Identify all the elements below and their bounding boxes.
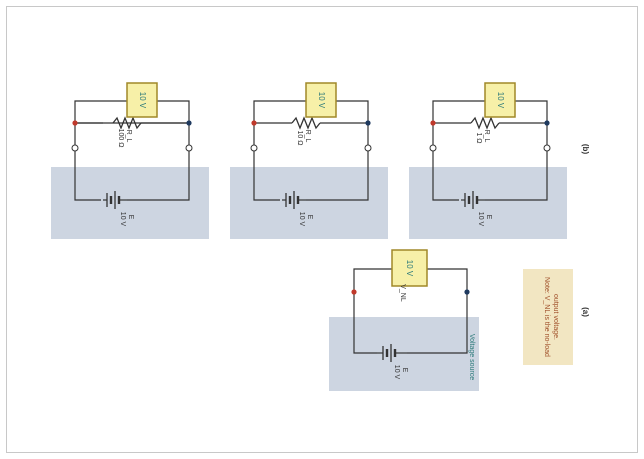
source-panel: [409, 167, 567, 239]
note-background: [523, 269, 573, 365]
voltmeter-label: V_NL: [399, 284, 406, 302]
connector-right: [364, 144, 372, 152]
resistor-zigzag: [291, 116, 321, 130]
note-line-1: Note: V_NL is the no-load: [543, 277, 550, 357]
battery-label: E: [306, 215, 313, 220]
wiring: [353, 268, 468, 354]
plus-terminal: [72, 120, 78, 126]
voltmeter-reading: 10 V: [317, 92, 326, 109]
connector-right: [543, 144, 551, 152]
battery-value: 10 V: [119, 212, 126, 227]
connector-left: [429, 144, 437, 152]
voltmeter-body: [391, 249, 428, 287]
battery-value: 10 V: [393, 365, 400, 380]
resistor-label: R_L: [304, 130, 311, 143]
source-panel: [329, 317, 479, 391]
resistor-value: 100 Ω: [117, 129, 124, 148]
connector-left: [71, 144, 79, 152]
battery-label: E: [127, 215, 134, 220]
battery-label: E: [485, 215, 492, 220]
plus-terminal: [251, 120, 257, 126]
note-line-2: output voltage.: [552, 294, 559, 340]
voltmeter-reading: 10 V: [496, 92, 505, 109]
caption-b: (b): [581, 144, 590, 155]
voltmeter-body: [305, 82, 337, 118]
voltmeter-body: [484, 82, 516, 118]
resistor-zigzag: [112, 116, 142, 130]
connector-left: [250, 144, 258, 152]
circuit-b-1-ohm: 10 V R_L 1 Ω E 10 V: [409, 82, 567, 239]
resistor-label: R_L: [483, 130, 490, 143]
battery-value: 10 V: [298, 212, 305, 227]
battery-value: 10 V: [477, 212, 484, 227]
circuit-b-100-ohm: 10 V R_L 100 Ω E 10 V: [51, 82, 209, 239]
source-caption: Voltage source: [468, 334, 475, 380]
caption-a: (a): [581, 307, 590, 317]
voltmeter-reading: 10 V: [405, 260, 414, 277]
battery-label: E: [401, 368, 408, 373]
minus-terminal: [544, 120, 550, 126]
battery-symbol: [103, 191, 127, 209]
figure-frame: 10 V R_L 100 Ω E 10 V: [6, 6, 638, 453]
voltmeter-body: [126, 82, 158, 118]
minus-terminal: [464, 289, 470, 295]
plus-terminal: [430, 120, 436, 126]
resistor-zigzag: [470, 116, 500, 130]
circuit-b-10-ohm: 10 V R_L 10 Ω E 10 V: [230, 82, 388, 239]
resistor-label: R_L: [125, 130, 132, 143]
minus-terminal: [365, 120, 371, 126]
plus-terminal: [351, 289, 357, 295]
circuit-figure: 10 V R_L 100 Ω E 10 V: [51, 82, 590, 391]
resistor-value: 1 Ω: [475, 132, 482, 143]
resistor-value: 10 Ω: [296, 131, 303, 146]
voltmeter-reading: 10 V: [138, 92, 147, 109]
battery-symbol: [377, 344, 407, 362]
source-panel: [230, 167, 388, 239]
battery-symbol: [282, 191, 306, 209]
minus-terminal: [186, 120, 192, 126]
connector-right: [185, 144, 193, 152]
battery-symbol: [461, 191, 485, 209]
circuit-a-no-load: 10 V V_NL E 10 V Voltage source: [329, 249, 479, 391]
source-panel: [51, 167, 209, 239]
note-box: Note: V_NL is the no-load output voltage…: [523, 269, 573, 365]
